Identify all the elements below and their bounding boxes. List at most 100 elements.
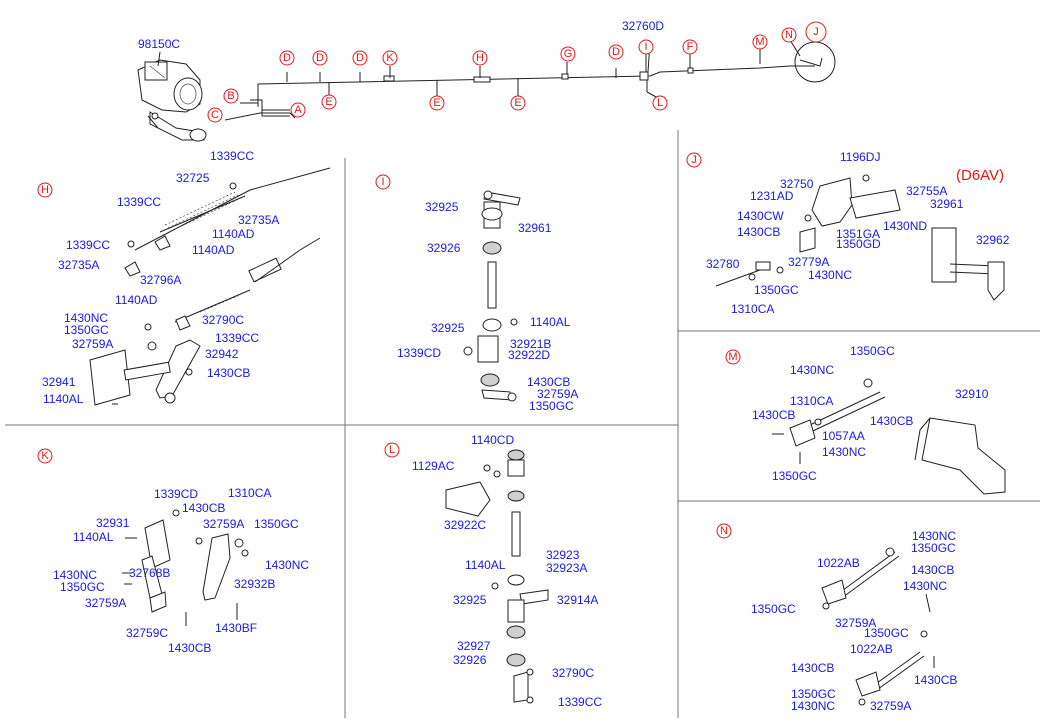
label-H-1430NC: 1430NC [64, 311, 108, 325]
svg-text:D: D [316, 52, 324, 64]
label-M-1430NC-1: 1430NC [790, 363, 834, 377]
label-I-1339CD: 1339CD [397, 346, 441, 360]
label-N-1430CB-3: 1430CB [914, 673, 957, 687]
label-J-32750: 32750 [780, 177, 814, 191]
svg-text:I: I [644, 41, 647, 53]
svg-text:G: G [564, 48, 573, 60]
tag-H: H [472, 50, 488, 66]
label-I-32961: 32961 [518, 221, 552, 235]
svg-text:K: K [41, 450, 49, 462]
tag-E-2: E [429, 95, 445, 111]
label-M-1430NC-2: 1430NC [822, 445, 866, 459]
label-32760D: 32760D [622, 19, 664, 33]
tag-D-4: D [608, 44, 624, 60]
label-H-1350GC: 1350GC [64, 323, 109, 337]
label-M-1350GC-2: 1350GC [772, 469, 817, 483]
section-tag-L: L [384, 442, 400, 458]
section-tag-I: I [375, 174, 391, 190]
section-tag-H: H [37, 182, 53, 198]
section-L: L 1140CD 1129AC 32922C 32923 1140AL 3292… [384, 433, 602, 709]
tag-B: B [223, 88, 239, 104]
tag-E-3: E [510, 95, 526, 111]
label-K-1339CD: 1339CD [154, 487, 198, 501]
panel-separators [5, 130, 1040, 718]
label-L-32923: 32923 [546, 548, 580, 562]
label-H-32941: 32941 [42, 375, 76, 389]
label-N-32759A-1: 32759A [835, 616, 876, 630]
tag-I: I [638, 39, 654, 55]
label-L-32923A: 32923A [546, 561, 587, 575]
label-K-1310CA: 1310CA [228, 486, 271, 500]
label-L-1339CC: 1339CC [558, 695, 602, 709]
label-N-1350GC-2: 1350GC [751, 602, 796, 616]
label-J-1430CB: 1430CB [737, 225, 780, 239]
svg-text:N: N [720, 525, 728, 537]
label-I-1140AL: 1140AL [530, 315, 571, 329]
label-N-1350GC-3: 1350GC [864, 626, 909, 640]
tag-D-2: D [312, 50, 328, 66]
label-M-1430CB-2: 1430CB [870, 414, 913, 428]
label-H-1339CC-top: 1339CC [210, 149, 254, 163]
label-M-32910: 32910 [955, 387, 989, 401]
svg-text:D: D [612, 46, 620, 58]
svg-text:D: D [283, 52, 291, 64]
svg-text:E: E [433, 97, 440, 109]
label-I-32921B: 32921B [510, 337, 551, 351]
label-H-1339CC-2: 1339CC [117, 195, 161, 209]
label-M-1350GC-1: 1350GC [850, 344, 895, 358]
label-K-32759A-1: 32759A [203, 517, 244, 531]
label-K-1430NC-2: 1430NC [53, 568, 97, 582]
label-H-32725: 32725 [176, 171, 210, 185]
label-H-1140AD-2: 1140AD [192, 243, 235, 257]
label-H-1339CC-3: 1339CC [66, 238, 110, 252]
svg-text:K: K [386, 52, 394, 64]
label-J-1430NC: 1430NC [808, 268, 852, 282]
label-K-1350GC-2: 1350GC [60, 580, 105, 594]
label-K-1430BF: 1430BF [215, 621, 257, 635]
label-I-32926: 32926 [427, 241, 461, 255]
label-H-1140AD-1: 1140AD [212, 227, 255, 241]
overview-area: 98150C 32760D B C A D E D E D K H E G D … [137, 19, 836, 142]
label-J-32755A: 32755A [906, 184, 947, 198]
label-J-1196DJ: 1196DJ [840, 150, 880, 164]
svg-text:I: I [381, 176, 384, 188]
label-L-32925: 32925 [453, 593, 487, 607]
label-M-1057AA: 1057AA [822, 429, 865, 443]
label-L-1140AL: 1140AL [465, 558, 506, 572]
label-H-1339CC-4: 1339CC [215, 331, 259, 345]
tag-M: M [752, 34, 768, 50]
svg-text:J: J [691, 154, 697, 166]
shift-actuator-drawing [137, 59, 207, 142]
label-K-32759C: 32759C [126, 626, 168, 640]
tag-D-1: D [279, 50, 295, 66]
label-L-1140CD: 1140CD [471, 433, 514, 447]
label-J-1310CA: 1310CA [731, 302, 774, 316]
label-H-32796A: 32796A [140, 273, 181, 287]
tag-A: A [290, 102, 306, 118]
label-N-1430CB-2: 1430CB [791, 661, 834, 675]
label-K-32768B: 32768B [129, 566, 170, 580]
section-K: K 1339CD 1310CA 1430CB 32931 32759A 1350… [37, 448, 309, 655]
svg-text:J: J [813, 26, 819, 38]
label-N-1430NC-2: 1430NC [903, 579, 947, 593]
engine-note: (D6AV) [956, 167, 1004, 184]
section-tag-N: N [716, 523, 732, 539]
label-J-32779A: 32779A [788, 255, 829, 269]
label-H-1140AD-3: 1140AD [115, 293, 158, 307]
section-tag-J: J [686, 152, 702, 168]
label-K-1430CB: 1430CB [168, 641, 211, 655]
cable-routing [224, 39, 836, 121]
tag-K: K [382, 50, 398, 66]
tag-J: J [805, 21, 827, 43]
label-K-1430CB: 1430CB [182, 501, 225, 515]
tag-E-1: E [321, 94, 337, 110]
label-H-1430CB: 1430CB [207, 366, 250, 380]
label-N-1350GC-1: 1350GC [911, 541, 956, 555]
label-I-32922D: 32922D [508, 348, 550, 362]
label-H-32759A: 32759A [72, 337, 113, 351]
label-K-1140AL: 1140AL [73, 530, 114, 544]
label-J-1351GA: 1351GA [836, 227, 880, 241]
label-K-32759A-2: 32759A [85, 596, 126, 610]
